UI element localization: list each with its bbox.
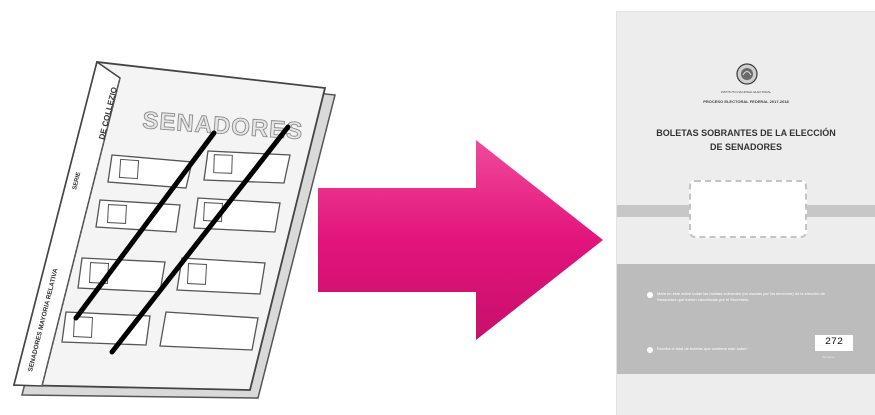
leftover-ballots-envelope: INSTITUTO NACIONAL ELECTORAL PROCESO ELE… (617, 12, 875, 415)
envelope-title-line1: BOLETAS SOBRANTES DE LA ELECCIÓN (627, 126, 865, 140)
ballot-count-field: 272 (815, 335, 853, 351)
envelope-label-area (689, 180, 807, 238)
ballot-count-caption: (Número) (822, 355, 835, 359)
coat-of-arms-icon (736, 63, 758, 85)
cancelled-ballot-pad: DE COLLEZIO SERIE SENADORES MAYORIA RELA… (0, 0, 340, 415)
arrow-right-icon (318, 140, 603, 340)
party-box (78, 258, 165, 292)
bullet-icon (647, 292, 653, 298)
envelope-process: PROCESO ELECTORAL FEDERAL 2017-2018 (617, 99, 875, 104)
envelope-title-line2: DE SENADORES (627, 140, 865, 154)
bullet-icon (647, 347, 653, 353)
envelope-instruction-1: Meta en este sobre todas las boletas sob… (657, 291, 832, 303)
envelope-institution: INSTITUTO NACIONAL ELECTORAL (617, 90, 875, 94)
envelope-instructions-panel: Meta en este sobre todas las boletas sob… (617, 264, 875, 374)
envelope-title: BOLETAS SOBRANTES DE LA ELECCIÓN DE SENA… (627, 126, 865, 154)
envelope-instruction-2: Escriba el total de boletas que contiene… (657, 346, 817, 352)
party-box (160, 312, 258, 350)
